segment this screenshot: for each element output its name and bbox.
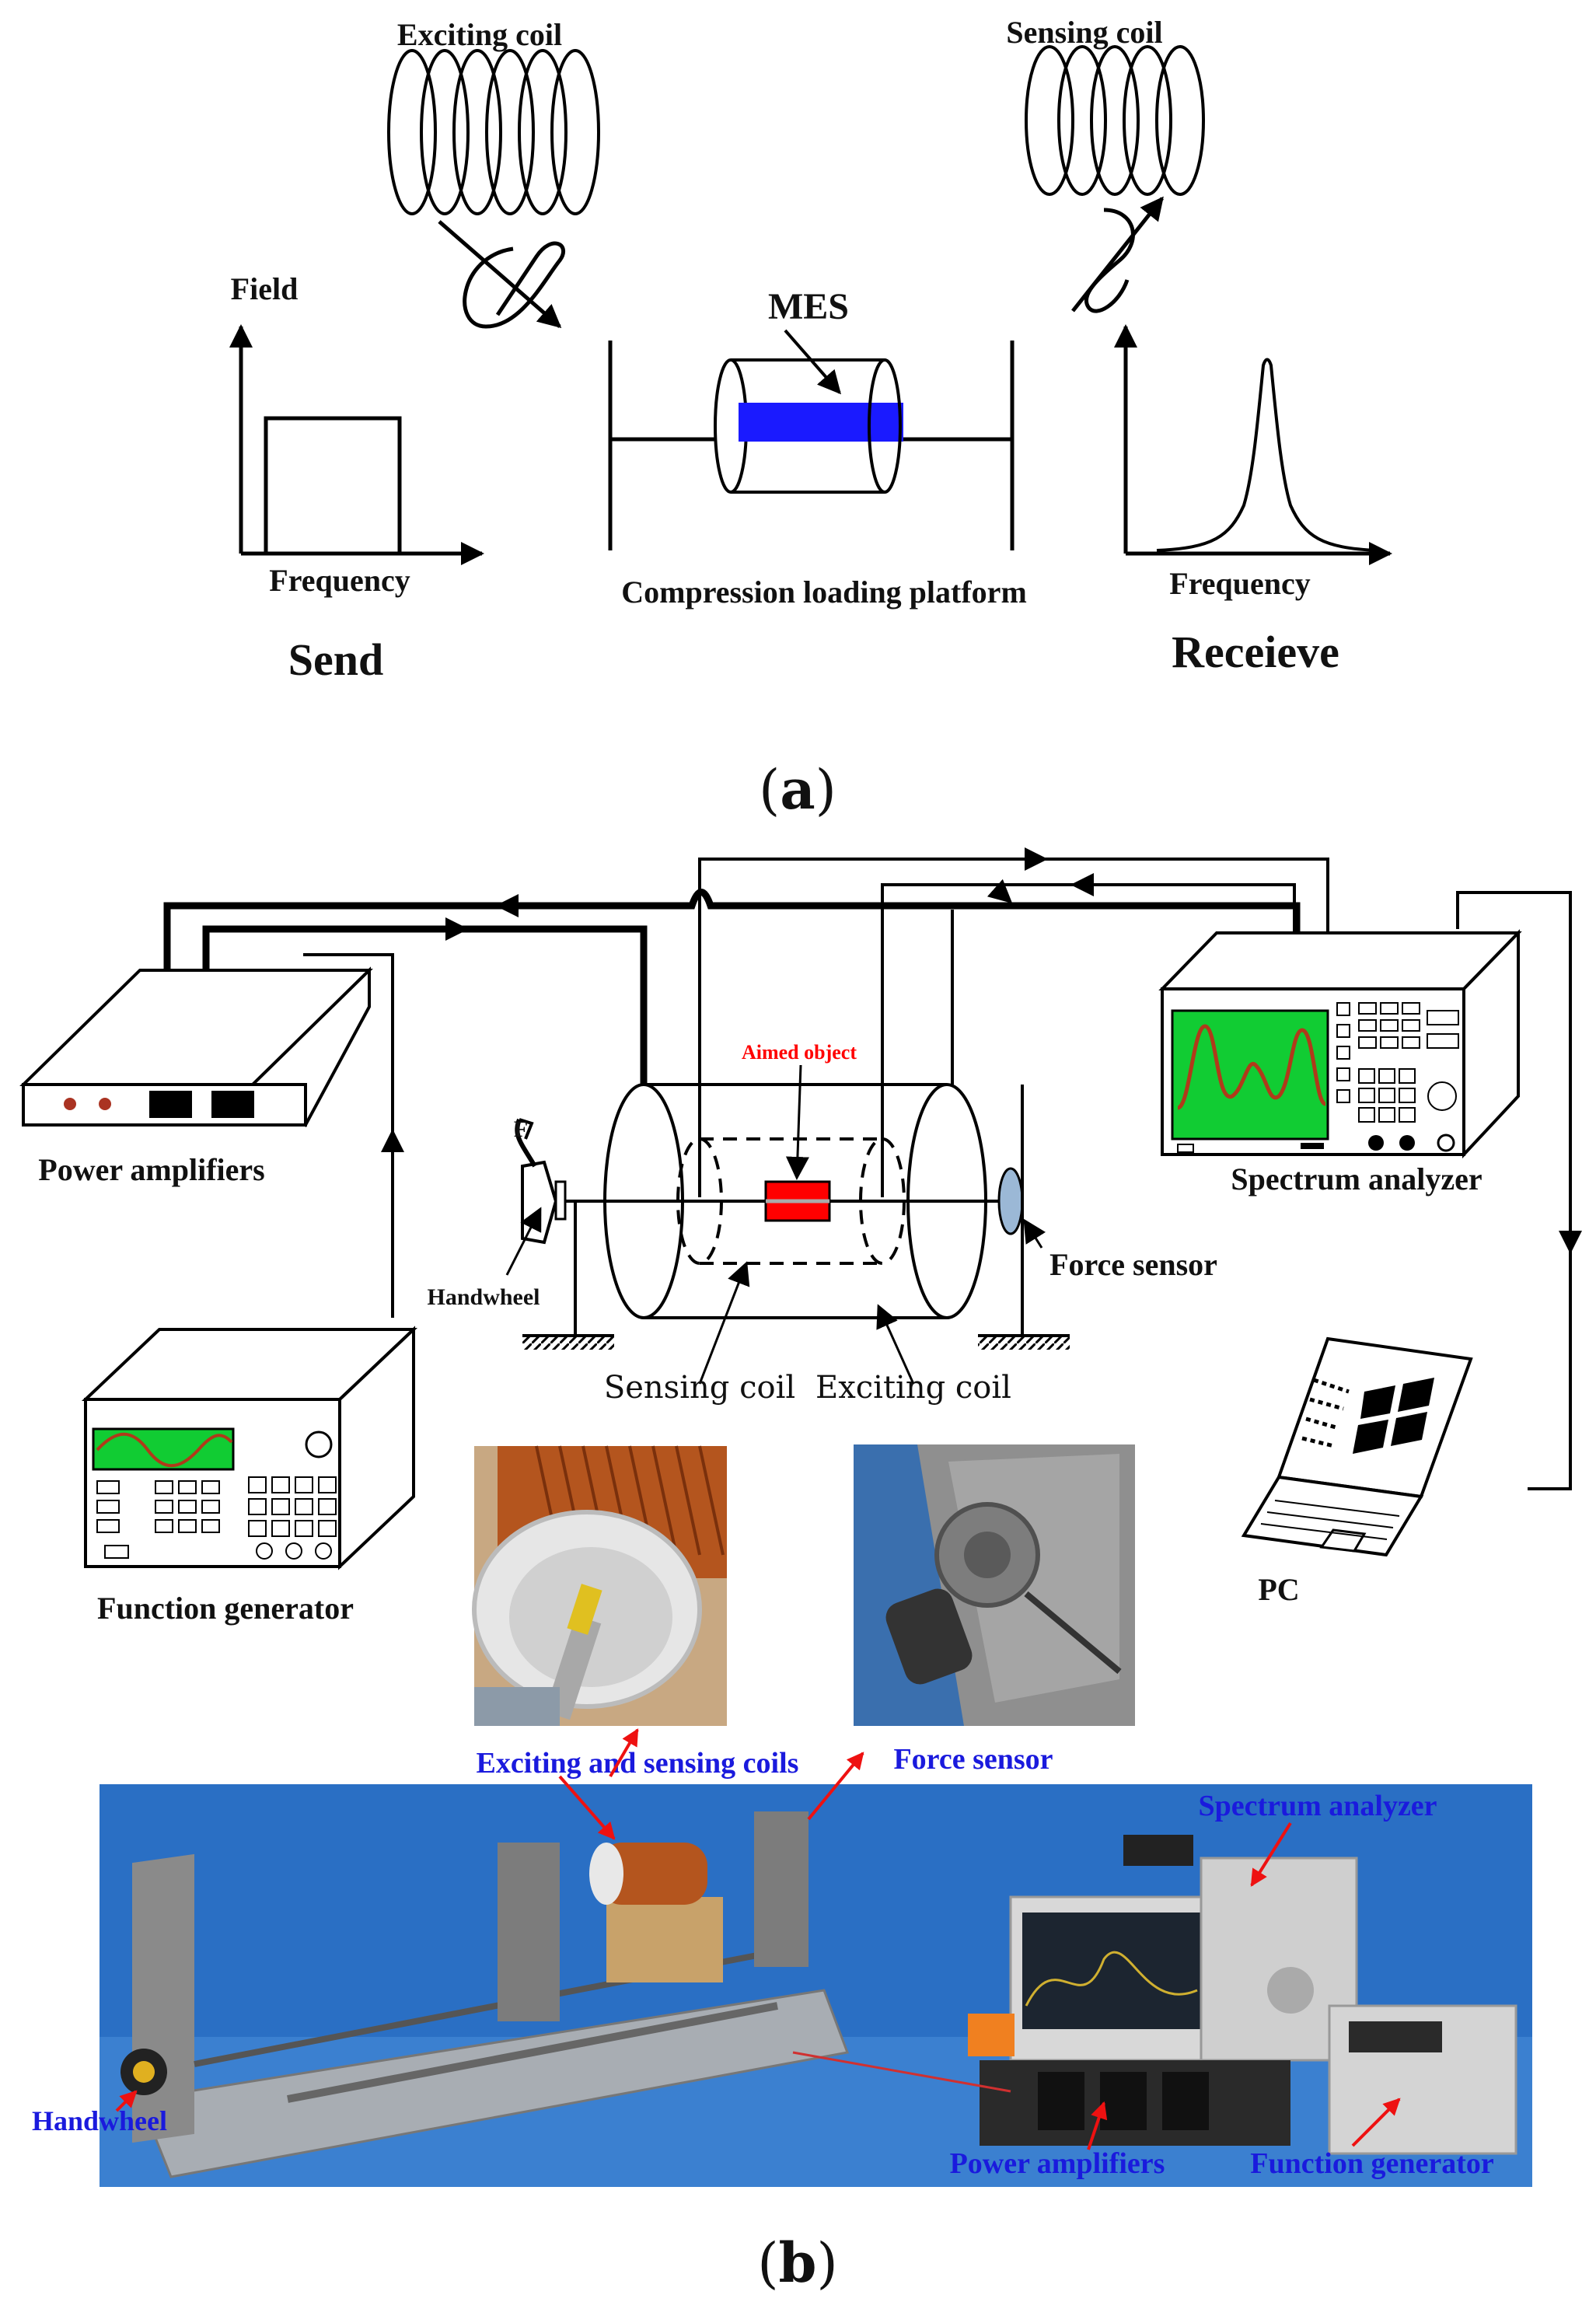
rig-function-generator-label: Function generator	[1250, 2147, 1494, 2180]
send-label: Send	[288, 634, 384, 685]
coils-photo	[472, 1445, 727, 1726]
aimed-object-label: Aimed object	[742, 1041, 857, 1064]
receive-plot	[1114, 324, 1392, 565]
panel-b-caption-letter: b	[779, 2230, 817, 2295]
send-square-pulse	[264, 416, 402, 556]
mes-label: MES	[768, 286, 849, 327]
field-axis-label: Field	[231, 271, 299, 306]
wiring	[163, 847, 1582, 1490]
platform-label: Compression loading platform	[621, 575, 1027, 610]
power-amplifiers-device	[19, 966, 373, 1128]
force-sensor-label: Force sensor	[1049, 1247, 1217, 1282]
sensing-coil-label: Sensing coil	[1006, 15, 1162, 50]
sensing-coil-icon	[1025, 45, 1205, 196]
windows-logo-icon	[1301, 1378, 1434, 1454]
panel-a: Exciting coil Sensing coil Field	[229, 15, 1392, 822]
power-amplifiers-label: Power amplifiers	[38, 1152, 264, 1187]
exciting-field-loop-icon	[438, 220, 566, 329]
rig-power-amplifiers-label: Power amplifiers	[950, 2147, 1165, 2180]
receive-label: Receieve	[1172, 627, 1339, 677]
receive-frequency-label: Frequency	[1169, 566, 1310, 601]
send-frequency-label: Frequency	[269, 563, 410, 598]
function-generator-label: Function generator	[97, 1591, 354, 1626]
panel-a-caption-letter: a	[780, 757, 815, 822]
force-sensor-photo	[854, 1444, 1135, 1726]
sensing-field-loop-icon	[1071, 196, 1164, 313]
mes-sample-bar	[739, 403, 903, 442]
panel-b-caption: (b)	[757, 2230, 838, 2295]
force-symbol-label: F	[514, 1116, 528, 1142]
handwheel-label: Handwheel	[427, 1284, 540, 1310]
coils-photo-caption: Exciting and sensing coils	[477, 1747, 799, 1780]
sensing-coil-label-b: Sensing coil	[604, 1370, 795, 1406]
spectrum-analyzer-label: Spectrum analyzer	[1231, 1161, 1482, 1196]
resonance-peak-curve	[1156, 358, 1378, 552]
panel-b: Power amplifiers	[19, 847, 1582, 2295]
exciting-coil-label-b: Exciting coil	[815, 1370, 1011, 1406]
send-plot	[229, 324, 484, 565]
spectrum-analyzer-device	[1158, 929, 1522, 1159]
photo-pointer-arrows	[115, 1728, 1401, 2150]
pc-laptop	[1241, 1336, 1473, 1557]
function-generator-device	[81, 1326, 418, 1570]
force-sensor-disk	[997, 1167, 1024, 1235]
compression-loading-platform	[608, 329, 1015, 550]
exciting-coil-icon	[387, 49, 600, 215]
pc-label: PC	[1258, 1572, 1299, 1607]
exciting-coil-label: Exciting coil	[397, 17, 562, 52]
panel-a-caption: (a)	[759, 757, 836, 822]
force-sensor-photo-caption: Force sensor	[893, 1743, 1053, 1776]
rig-handwheel-label: Handwheel	[32, 2105, 167, 2136]
test-setup	[505, 1064, 1070, 1385]
rig-photo	[100, 1784, 1532, 2187]
rig-spectrum-analyzer-label: Spectrum analyzer	[1198, 1790, 1437, 1822]
